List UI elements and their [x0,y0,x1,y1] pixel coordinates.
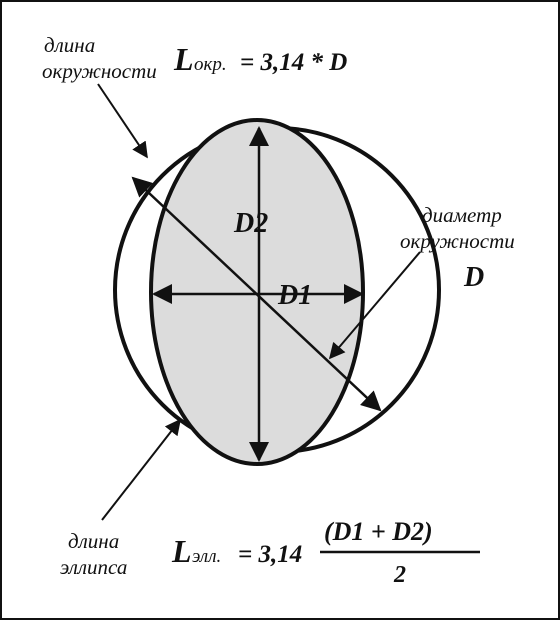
ellipse-pointer [101,418,181,521]
diameter-pointer [328,251,421,360]
diameter-arrow [131,176,382,412]
diameter-label-line2: окружности [400,229,515,253]
ellipse-formula-L: L [171,533,192,569]
d1-label: D1 [277,280,312,311]
circumference-label-line1: длина [44,33,95,57]
circle-formula-L: L [173,41,194,77]
circle-formula-rhs: = 3,14 * D [240,49,347,76]
ellipse-shape [149,118,365,466]
diameter-symbol: D [463,262,484,293]
ellipse-label-line2: эллипса [60,555,127,579]
ellipse-label-line1: длина [68,529,119,553]
diameter-label-line1: диаметр [422,203,502,227]
ellipse-formula-denominator: 2 [393,562,406,588]
ellipse-formula-numerator: (D1 + D2) [324,517,433,546]
circumference-label-line2: окружности [42,59,157,83]
ellipse-formula-subscript: элл. [192,546,221,567]
circle-formula-subscript: окр. [194,54,227,75]
circumference-pointer [97,83,148,159]
ellipse-formula-coef: = 3,14 [238,541,302,568]
d2-label: D2 [233,208,268,239]
